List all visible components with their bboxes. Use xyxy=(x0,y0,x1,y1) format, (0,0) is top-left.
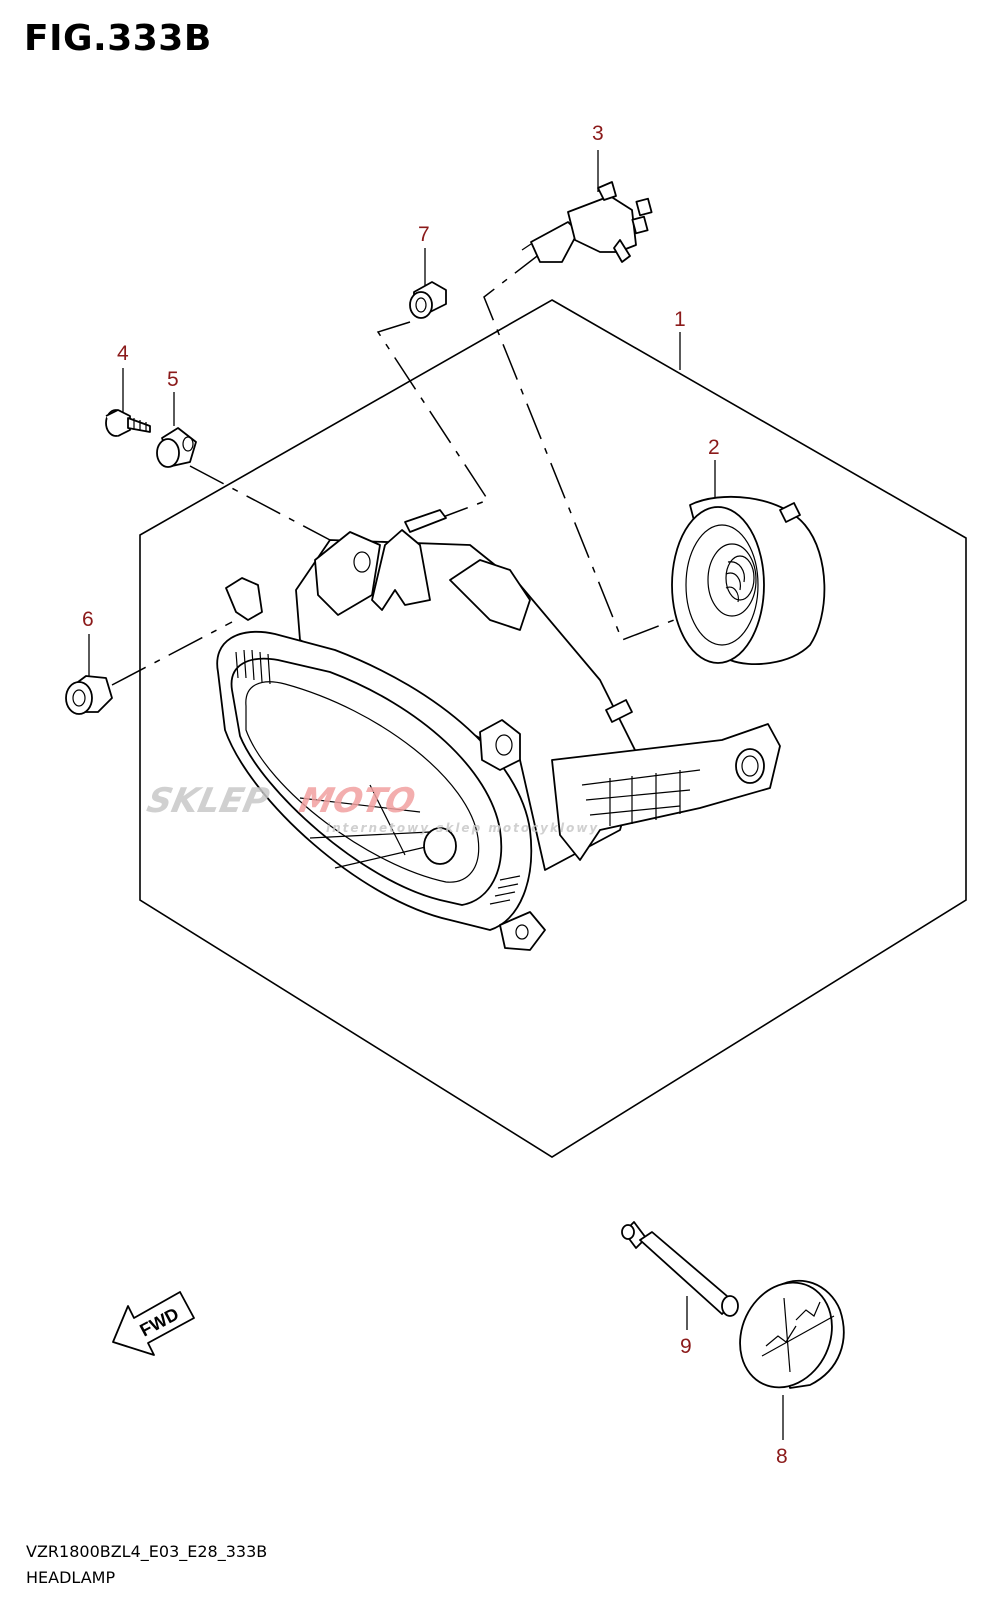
callout-1: 1 xyxy=(674,308,686,331)
align-line-screw xyxy=(189,465,331,541)
watermark: SKLEP MOTO internetowy sklep motocyklowy xyxy=(144,781,599,835)
callout-8: 8 xyxy=(776,1445,788,1468)
grommet-part xyxy=(156,427,197,468)
callout-3: 3 xyxy=(592,122,604,145)
headlamp-assembly-part xyxy=(216,509,781,951)
cap-part xyxy=(739,1279,845,1389)
align-line-bulb xyxy=(483,249,696,641)
assembly-frame xyxy=(139,299,967,1158)
align-line-cushion xyxy=(111,621,233,686)
callout-6: 6 xyxy=(82,608,94,631)
watermark-tagline: internetowy sklep motocyklowy xyxy=(326,821,599,835)
callout-9: 9 xyxy=(680,1335,692,1358)
align-line-nut xyxy=(376,321,490,521)
section-name: HEADLAMP xyxy=(26,1568,116,1587)
callout-2: 2 xyxy=(708,436,720,459)
watermark-brand-part2: MOTO xyxy=(296,781,419,821)
cushion-part xyxy=(65,675,113,715)
model-code: VZR1800BZL4_E03_E28_333B xyxy=(26,1542,268,1561)
socket-cover-part xyxy=(671,495,826,665)
figure-title: FIG.333B xyxy=(24,18,212,59)
callout-4: 4 xyxy=(117,342,129,365)
fwd-arrow-icon: FWD xyxy=(112,1291,195,1356)
screw-part xyxy=(105,409,151,437)
nut-part xyxy=(409,281,447,319)
watermark-brand-part1: SKLEP xyxy=(144,781,273,821)
callout-5: 5 xyxy=(167,368,179,391)
bulb-part xyxy=(521,181,653,263)
callout-7: 7 xyxy=(418,223,430,246)
spacer-part xyxy=(621,1221,739,1317)
